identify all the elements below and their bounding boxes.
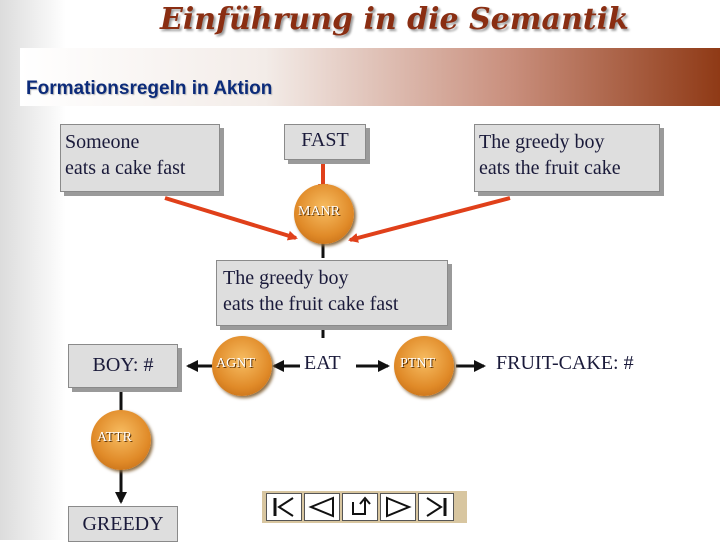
title-gradient-bar	[20, 48, 720, 106]
concept-boy: BOY: #	[68, 344, 178, 388]
box-result-line1: The greedy boy	[223, 267, 349, 289]
node-ptnt	[394, 336, 454, 396]
node-manr	[294, 184, 354, 244]
box-someone-line1: Someone	[65, 131, 140, 153]
node-attr-label: ATTR	[97, 430, 132, 445]
return-icon	[352, 496, 371, 515]
box-greedy-boy-line1: The greedy boy	[479, 131, 605, 153]
previous-slide-button[interactable]	[304, 493, 340, 521]
next-slide-button[interactable]	[380, 493, 416, 521]
concept-eat: EAT	[304, 352, 341, 375]
return-button[interactable]	[342, 493, 378, 521]
next-icon	[386, 496, 412, 518]
node-agnt-label: AGNT	[216, 356, 255, 371]
concept-boy-label: BOY: #	[92, 354, 154, 376]
concept-fruit-cake: FRUIT-CAKE: #	[496, 352, 634, 375]
arrow-boy-to-manr	[348, 196, 511, 243]
node-manr-label: MANR	[298, 204, 341, 219]
node-ptnt-label: PTNT	[400, 356, 435, 371]
box-fast: FAST	[284, 124, 366, 160]
box-fast-label: FAST	[301, 129, 349, 151]
course-title: Einführung in die Semantik	[160, 2, 629, 37]
first-slide-button[interactable]	[266, 493, 302, 521]
node-attr	[91, 410, 151, 470]
concept-fruit-cake-label: FRUIT-CAKE: #	[496, 352, 634, 374]
box-greedy-boy-eats-fruit-cake-fast: The greedy boy eats the fruit cake fast	[216, 260, 448, 326]
box-greedy-boy-line2: eats the fruit cake	[479, 157, 621, 179]
box-greedy-boy-eats-fruit-cake: The greedy boy eats the fruit cake	[474, 124, 660, 192]
first-icon	[273, 497, 294, 517]
concept-eat-label: EAT	[304, 352, 341, 374]
previous-icon	[308, 496, 334, 518]
concept-greedy-label: GREEDY	[82, 513, 164, 535]
box-result-line2: eats the fruit cake fast	[223, 293, 399, 315]
slide-title: Formationsregeln in Aktion	[26, 78, 273, 99]
last-icon	[426, 497, 447, 517]
arrow-someone-to-manr	[164, 196, 298, 241]
box-someone-line2: eats a cake fast	[65, 157, 186, 179]
node-agnt	[212, 336, 272, 396]
last-slide-button[interactable]	[418, 493, 454, 521]
box-someone-eats-cake-fast: Someone eats a cake fast	[60, 124, 220, 192]
concept-greedy: GREEDY	[68, 506, 178, 542]
